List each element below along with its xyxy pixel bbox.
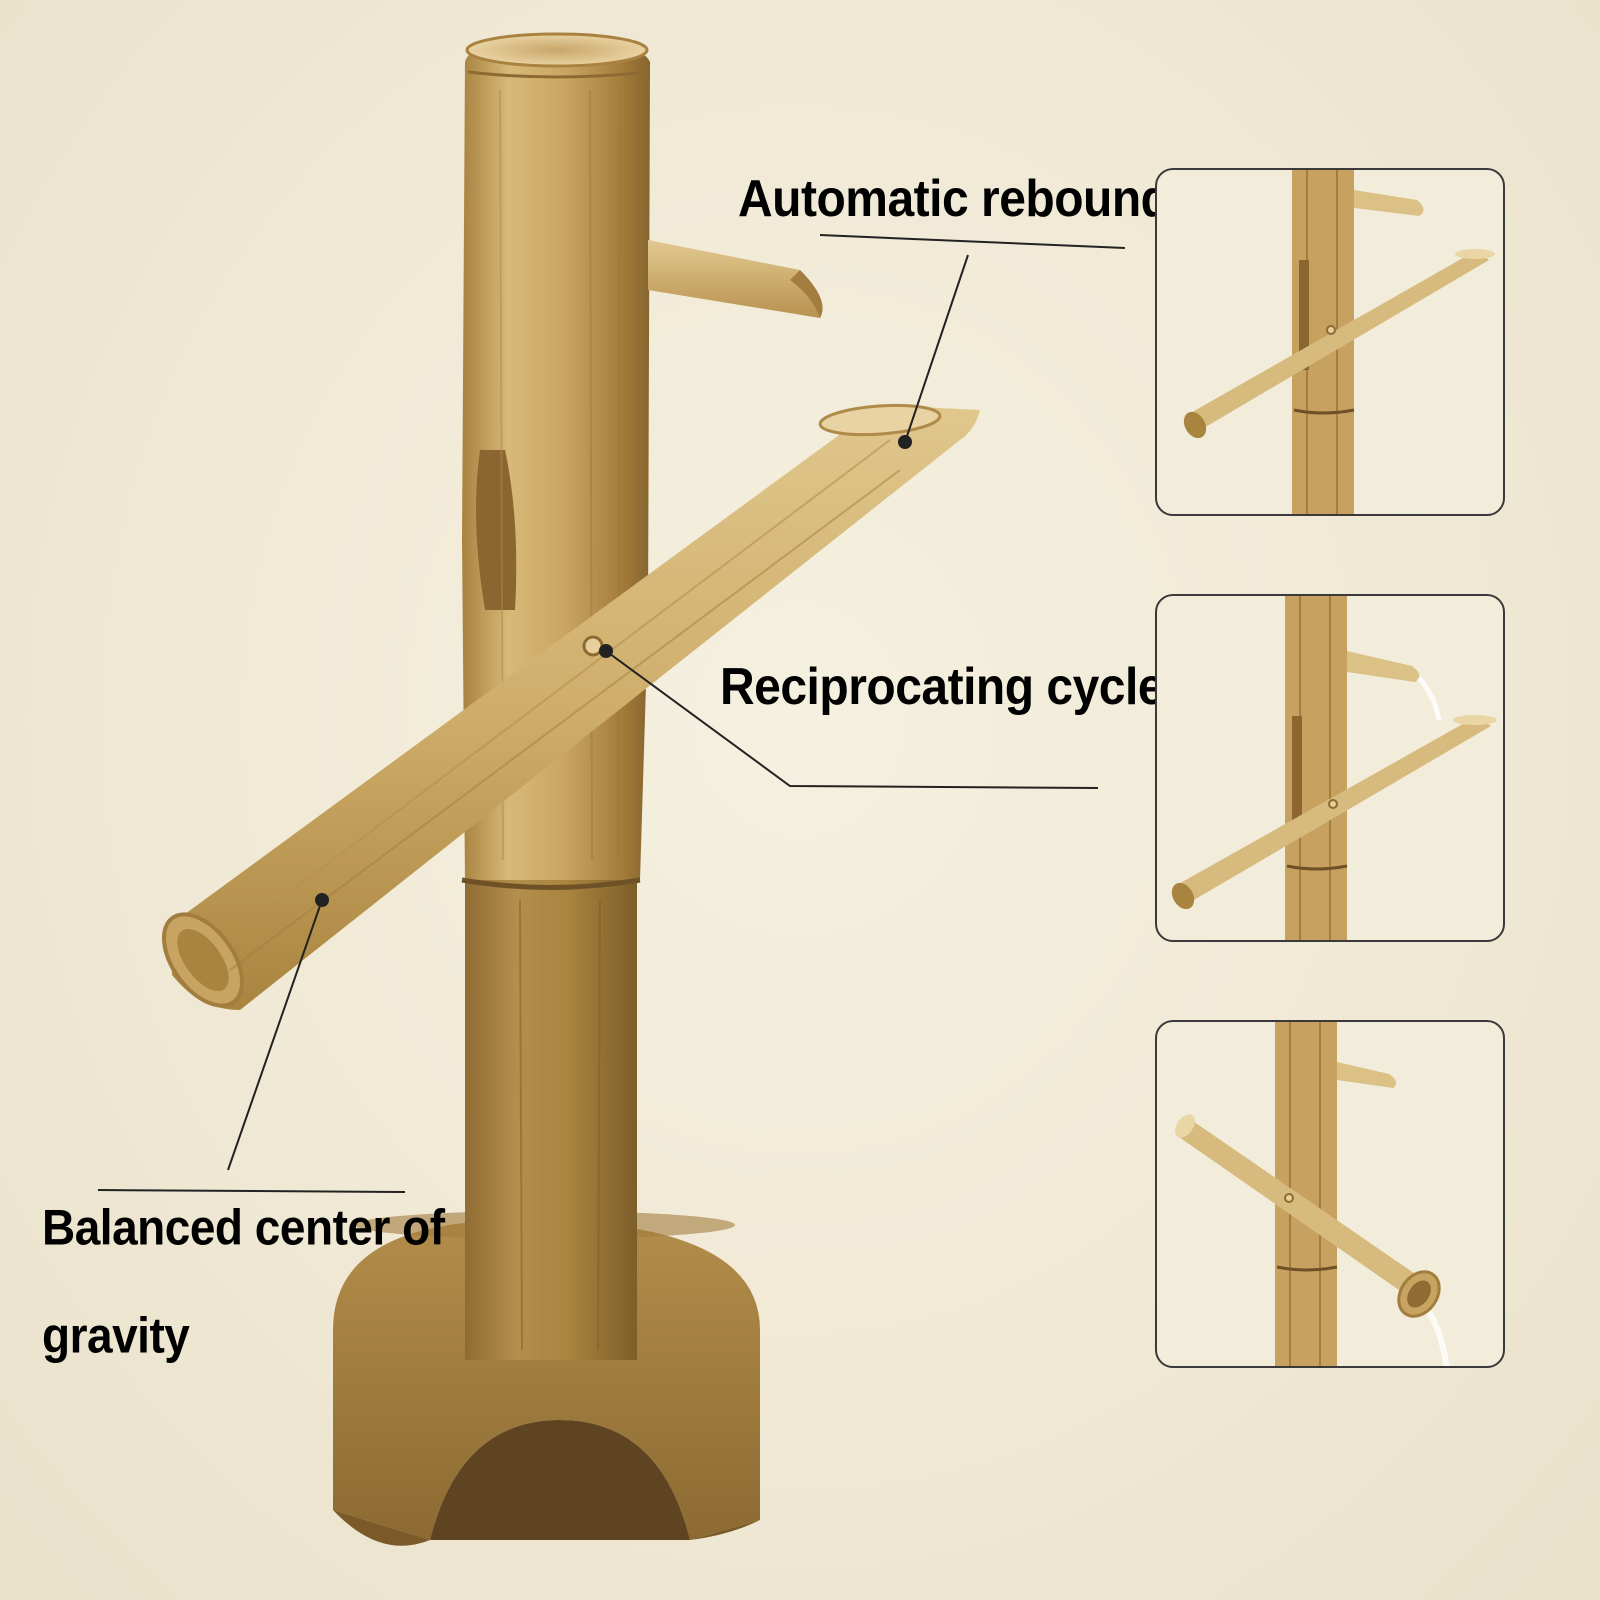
label-balanced-center-line1: Balanced center of bbox=[42, 1198, 445, 1256]
inset-panel-tipped bbox=[1155, 1020, 1505, 1368]
label-balanced-center-line2: gravity bbox=[42, 1306, 190, 1364]
bamboo-rocking-arm bbox=[161, 403, 980, 1010]
inset-illustration-rest bbox=[1183, 170, 1495, 514]
inset-illustration-tipped bbox=[1175, 1022, 1450, 1366]
inset-panel-filling bbox=[1155, 594, 1505, 942]
inset-panel-rest bbox=[1155, 168, 1505, 516]
inset-illustration-filling bbox=[1171, 596, 1497, 940]
leader-lines bbox=[97, 234, 1126, 1193]
label-automatic-rebound: Automatic rebound bbox=[738, 170, 1170, 229]
bamboo-spout bbox=[648, 240, 823, 318]
label-reciprocating-cycle: Reciprocating cycle bbox=[720, 658, 1165, 717]
